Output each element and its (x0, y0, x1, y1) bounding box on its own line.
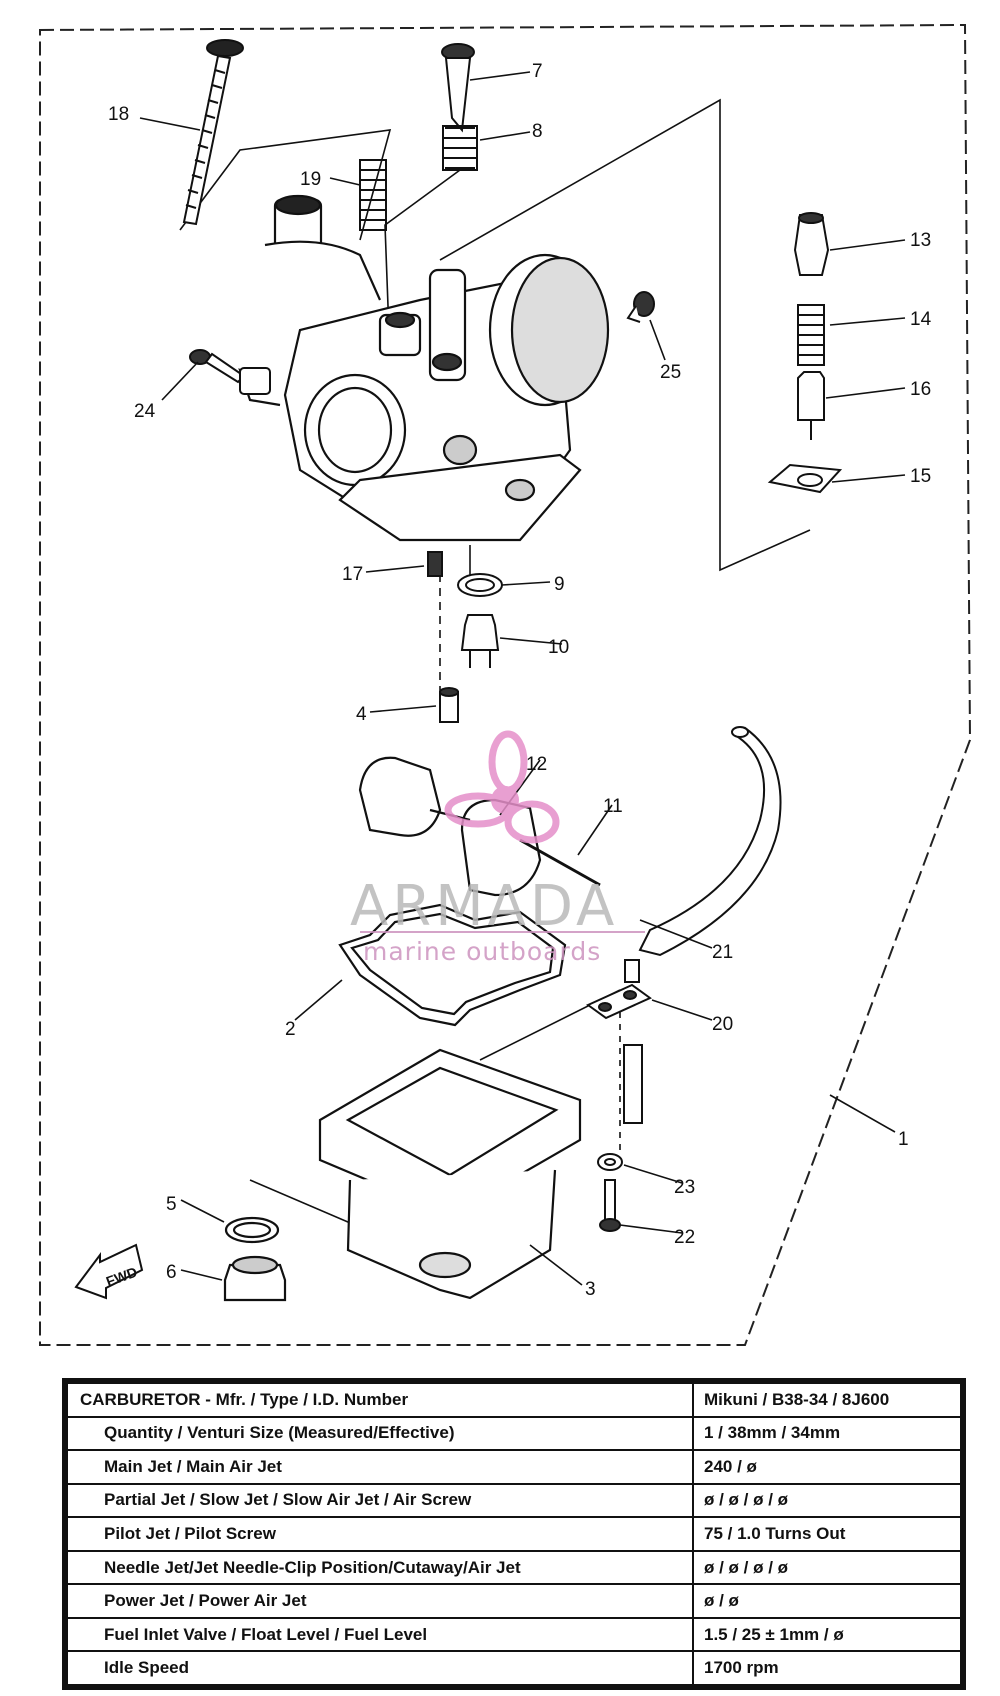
callout-22: 22 (674, 1227, 695, 1248)
float-12 (358, 756, 601, 897)
starter-plunger-assembly (767, 212, 843, 494)
leader-lines (139, 71, 906, 1286)
gasket-2 (338, 903, 567, 1027)
callout-15: 15 (910, 466, 931, 487)
screw-24 (189, 349, 271, 395)
carburetor-body (238, 194, 610, 542)
jet-parts (427, 551, 503, 723)
assembly-outline (39, 23, 972, 1346)
callout-7: 7 (532, 61, 543, 82)
spec-value: ø / ø / ø / ø (692, 1482, 962, 1519)
spec-row: Idle Speed 1700 rpm (66, 1650, 962, 1686)
spec-row: Quantity / Venturi Size (Measured/Effect… (66, 1415, 962, 1452)
callout-24: 24 (134, 401, 156, 422)
callout-3: 3 (585, 1279, 596, 1300)
callout-16: 16 (910, 379, 931, 400)
spec-label: Power Jet / Power Air Jet (66, 1583, 694, 1619)
spring-8 (442, 125, 478, 171)
spec-label: Idle Speed (66, 1650, 694, 1686)
callout-14: 14 (910, 309, 932, 330)
screw-25 (626, 291, 655, 323)
spec-row: Power Jet / Power Air Jet ø / ø (66, 1583, 962, 1619)
screws-22-23 (597, 1153, 623, 1232)
callout-13: 13 (910, 230, 931, 251)
spec-label: Needle Jet/Jet Needle-Clip Position/Cuta… (66, 1549, 694, 1586)
screw-18 (182, 39, 244, 226)
spec-row: Needle Jet/Jet Needle-Clip Position/Cuta… (66, 1549, 962, 1586)
spec-value: ø / ø / ø / ø (692, 1549, 962, 1586)
watermark-brand: ARMADA (350, 874, 618, 939)
callout-17: 17 (342, 564, 363, 585)
spec-header-label: CARBURETOR - Mfr. / Type / I.D. Number (66, 1382, 694, 1418)
callout-9: 9 (554, 574, 565, 595)
spec-row: Fuel Inlet Valve / Float Level / Fuel Le… (66, 1616, 962, 1653)
spec-label: Fuel Inlet Valve / Float Level / Fuel Le… (66, 1616, 694, 1653)
spring-19 (359, 159, 387, 231)
callout-10: 10 (548, 637, 569, 658)
spec-header-value: Mikuni / B38-34 / 8J600 (692, 1382, 962, 1418)
drain-plug (223, 1216, 287, 1302)
armada-logo-icon (444, 730, 560, 844)
fwd-arrow-icon: FWD (74, 1243, 144, 1300)
callout-25: 25 (660, 362, 681, 383)
callout-21: 21 (712, 942, 733, 963)
spec-table: CARBURETOR - Mfr. / Type / I.D. Number M… (66, 1382, 962, 1686)
spec-value: ø / ø (692, 1583, 962, 1619)
callout-20: 20 (712, 1014, 733, 1035)
float-bowl-3 (318, 1048, 582, 1300)
plate-20 (586, 959, 652, 1124)
callout-19: 19 (300, 169, 321, 190)
watermark-tagline: marine outboards (363, 937, 601, 966)
callout-numbers: 18 7 8 19 13 14 25 24 16 15 17 9 10 4 12… (108, 61, 932, 1300)
callout-5: 5 (166, 1194, 177, 1215)
armada-watermark: ARMADA marine outboards (350, 730, 645, 966)
spec-row: Pilot Jet / Pilot Screw 75 / 1.0 Turns O… (66, 1516, 962, 1552)
spec-row: Partial Jet / Slow Jet / Slow Air Jet / … (66, 1482, 962, 1519)
callout-4: 4 (356, 704, 367, 725)
callout-12: 12 (526, 754, 547, 775)
carburetor-exploded-diagram: FWD ARMADA (39, 23, 972, 1346)
spec-value: 75 / 1.0 Turns Out (692, 1516, 962, 1552)
hose-21 (638, 726, 782, 957)
spec-value: 240 / ø (692, 1449, 962, 1485)
callout-1: 1 (898, 1129, 909, 1150)
spec-label: Main Jet / Main Air Jet (66, 1449, 694, 1485)
spec-value: 1 / 38mm / 34mm (692, 1415, 962, 1452)
pilot-screw-7 (441, 43, 475, 133)
spec-row: Main Jet / Main Air Jet 240 / ø (66, 1449, 962, 1485)
callout-11: 11 (603, 796, 623, 817)
spec-label: Partial Jet / Slow Jet / Slow Air Jet / … (66, 1482, 694, 1519)
spec-value: 1700 rpm (692, 1650, 962, 1686)
callout-6: 6 (166, 1262, 177, 1283)
callout-18: 18 (108, 104, 129, 125)
spec-label: Pilot Jet / Pilot Screw (66, 1516, 694, 1552)
carburetor-spec-table: CARBURETOR - Mfr. / Type / I.D. Number M… (62, 1378, 966, 1690)
spec-label: Quantity / Venturi Size (Measured/Effect… (66, 1415, 694, 1452)
callout-8: 8 (532, 121, 543, 142)
callout-2: 2 (285, 1019, 296, 1040)
spec-value: 1.5 / 25 ± 1mm / ø (692, 1616, 962, 1653)
callout-23: 23 (674, 1177, 695, 1198)
spec-header-row: CARBURETOR - Mfr. / Type / I.D. Number M… (66, 1382, 962, 1418)
